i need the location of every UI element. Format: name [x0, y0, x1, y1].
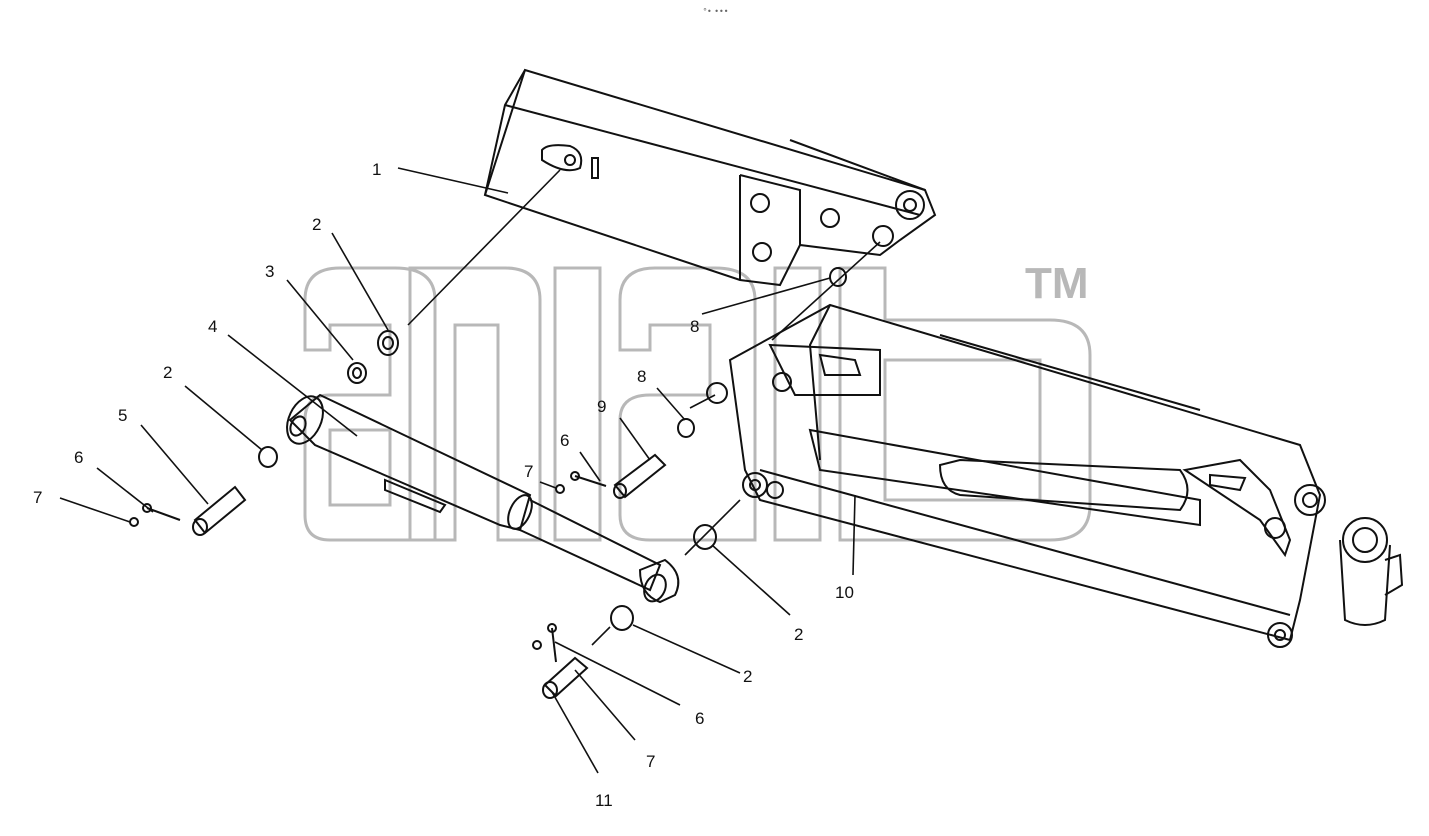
- callout-2-top: 2: [312, 215, 321, 234]
- callout-6-mid: 6: [560, 431, 569, 450]
- callout-2-lower: 2: [743, 667, 752, 686]
- callout-2-left: 2: [163, 363, 172, 382]
- boom-arm-part: [483, 68, 937, 287]
- callout-6-lower: 6: [695, 709, 704, 728]
- callout-3: 3: [265, 262, 274, 281]
- callout-7-mid: 7: [524, 462, 533, 481]
- callout-5: 5: [118, 406, 127, 425]
- leader-lines: [59, 167, 881, 774]
- trademark-mark: TM: [1025, 259, 1089, 308]
- callout-7-left: 7: [33, 488, 42, 507]
- callout-4: 4: [208, 317, 217, 336]
- callout-10: 10: [835, 583, 854, 602]
- callout-8-top: 8: [690, 317, 699, 336]
- main-boom-part: [706, 303, 1404, 648]
- hydraulic-cylinder-part: [286, 393, 680, 604]
- watermark-logo: [303, 266, 1092, 542]
- callout-6-left: 6: [74, 448, 83, 467]
- callout-9: 9: [597, 397, 606, 416]
- callout-8-mid: 8: [637, 367, 646, 386]
- callout-2-right: 2: [794, 625, 803, 644]
- callout-1: 1: [372, 160, 381, 179]
- callout-7-lower: 7: [646, 752, 655, 771]
- callout-labels: 1 2 3 4 2 5 6 7 8 8 9 6 7 10 2 2 6 7 11: [33, 160, 854, 810]
- top-indicator: °• •••: [703, 7, 728, 16]
- callout-11: 11: [595, 791, 613, 810]
- small-parts: [129, 267, 847, 699]
